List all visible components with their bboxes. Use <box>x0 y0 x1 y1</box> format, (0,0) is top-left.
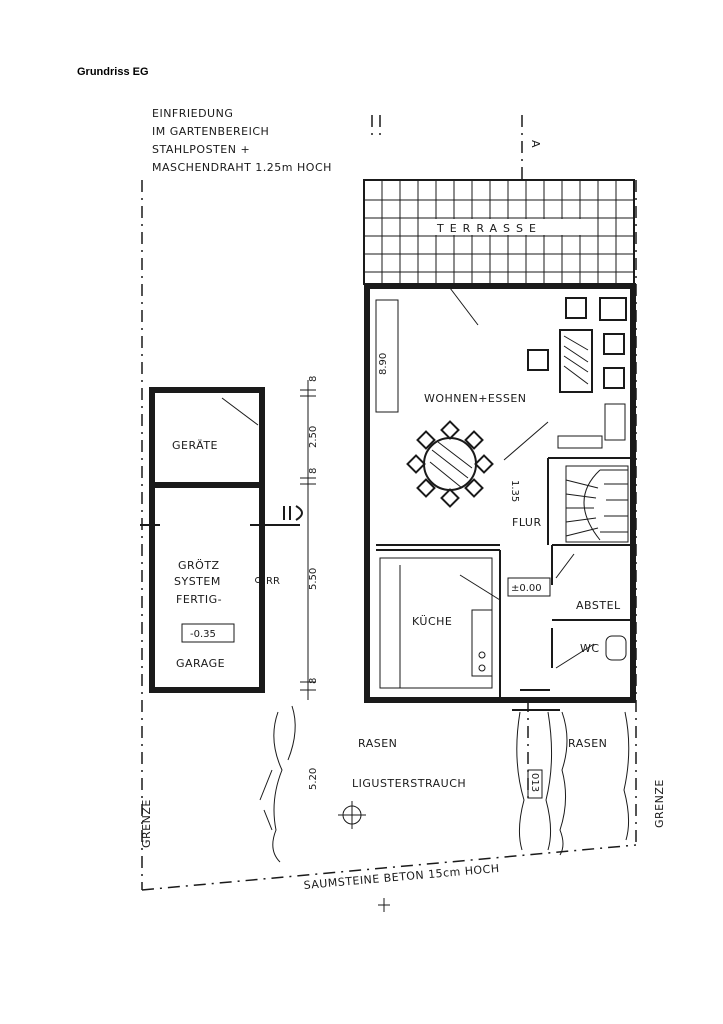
garden-label-rasen-right: RASEN <box>568 737 607 750</box>
staircase <box>565 465 629 543</box>
toilet <box>605 635 627 661</box>
garden-label-liguster: LIGUSTERSTRAUCH <box>352 777 466 790</box>
door-swing-storage <box>555 553 575 579</box>
dim-550: 5.50 <box>308 568 319 590</box>
level-garage: -0.35 <box>190 629 216 640</box>
rainwater-pipe: RR <box>266 576 280 587</box>
room-label-garage: GARAGE <box>176 657 225 670</box>
chair <box>599 297 627 321</box>
room-label-terrasse: TERRASSE <box>436 222 542 235</box>
garden-label-rasen-left: RASEN <box>358 737 397 750</box>
fence-note-4: MASCHENDRAHT 1.25m HOCH <box>152 161 332 174</box>
dim-8-mid: 8 <box>308 468 319 474</box>
door-swing-geraete <box>221 397 259 426</box>
level-box-garage <box>181 623 235 643</box>
round-table-chairs <box>406 420 494 508</box>
level-floor: ±0.00 <box>511 583 542 594</box>
dim-living-width: 8.90 <box>378 353 389 375</box>
hedge-left <box>272 711 283 863</box>
door-swing-kitchen <box>459 574 501 601</box>
kitchen-stove <box>471 609 493 677</box>
dining-table <box>559 329 593 393</box>
property-line-bottom <box>141 844 637 891</box>
dim-hall: 1.35 <box>509 480 520 502</box>
garage-label-3: FERTIG- <box>176 593 222 606</box>
chair <box>527 349 549 371</box>
dim-520: 5.20 <box>308 768 319 790</box>
section-mark-bottom-box <box>527 769 543 799</box>
page-title: Grundriss EG <box>77 66 149 78</box>
dim-8-bottom: 8 <box>308 678 319 684</box>
chair <box>565 297 587 319</box>
chair <box>603 333 625 355</box>
boundary-label-right: GRENZE <box>653 779 666 828</box>
garage-label-1: GRÖTZ <box>178 559 220 572</box>
fence-note-1: EINFRIEDUNG <box>152 107 233 120</box>
boundary-label-left: GRENZE <box>140 799 153 848</box>
hedge-right <box>559 711 568 856</box>
chair <box>603 367 625 389</box>
room-label-kueche: KÜCHE <box>412 615 452 628</box>
room-label-geraete: GERÄTE <box>172 439 218 452</box>
room-label-abstell: ABSTEL <box>576 599 621 612</box>
garage-outer-wall <box>149 387 265 693</box>
section-mark-bottom: 013 <box>529 773 540 792</box>
room-label-flur: FLUR <box>512 516 542 529</box>
door-swing-wc <box>555 643 595 669</box>
dim-250: 2.50 <box>308 426 319 448</box>
level-box-floor <box>507 577 551 597</box>
room-label-wohnen: WOHNEN+ESSEN <box>424 392 527 405</box>
section-mark-top: A <box>529 140 542 148</box>
cabinet <box>604 403 626 441</box>
dim-8-top: 8 <box>308 376 319 382</box>
sideboard <box>375 299 399 413</box>
fence-note-3: STAHLPOSTEN + <box>152 143 250 156</box>
fence-note-2: IM GARTENBEREICH <box>152 125 269 138</box>
shelf <box>557 435 603 449</box>
garage-label-2: SYSTEM <box>174 575 221 588</box>
hedge-center <box>516 711 525 851</box>
door-swing <box>449 287 479 326</box>
door-swing-hall <box>503 421 549 461</box>
gate-symbol <box>283 505 303 521</box>
room-label-wc: WC <box>580 642 600 655</box>
